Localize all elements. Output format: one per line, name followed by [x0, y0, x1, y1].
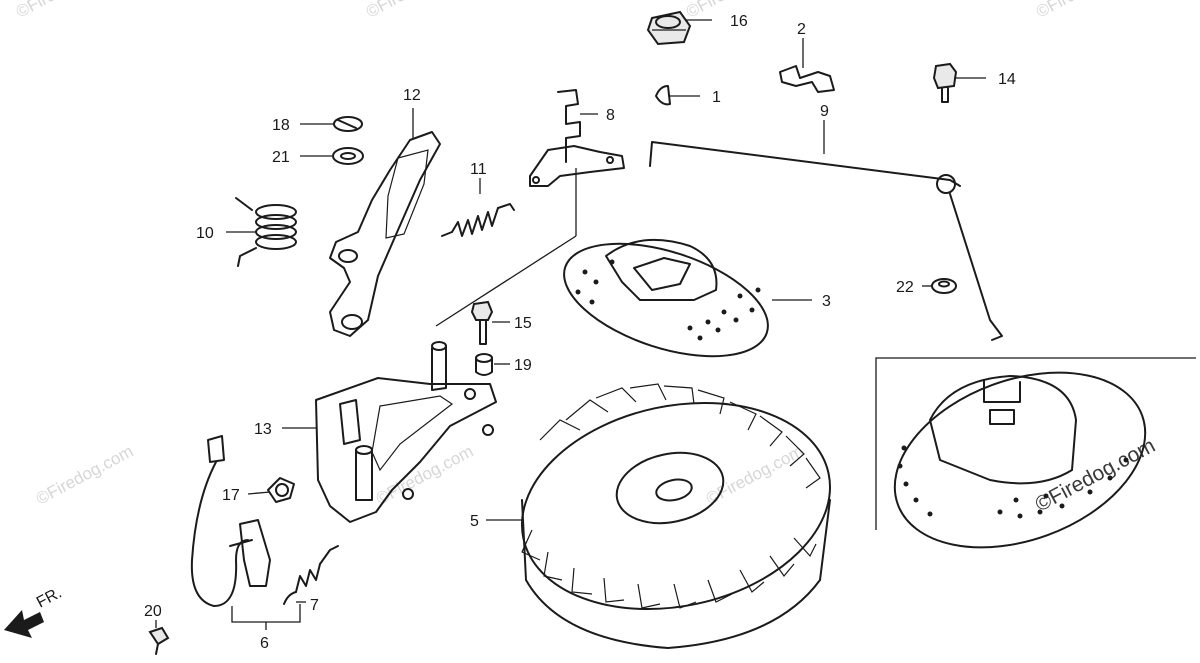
- direction-label: FR.: [34, 584, 65, 611]
- part-17-clip: [267, 477, 295, 503]
- label-part-14: 14: [998, 71, 1016, 88]
- part-8-governor-arm: [529, 89, 625, 187]
- label-part-13: 13: [254, 421, 272, 438]
- part-1-key: [655, 85, 671, 106]
- part-3-plate: [563, 238, 769, 358]
- label-part-21: 21: [272, 149, 290, 166]
- label-part-5: 5: [470, 513, 479, 530]
- label-part-20: 20: [144, 603, 162, 620]
- label-part-3: 3: [822, 293, 831, 310]
- part-13-brake-base: [315, 341, 497, 523]
- inset-detail: [875, 357, 1196, 549]
- part-16-nut: [646, 10, 692, 46]
- part-22-washer: [931, 278, 957, 294]
- part-6-switch: [190, 435, 271, 607]
- label-part-11: 11: [470, 161, 487, 178]
- label-part-7: 7: [310, 597, 319, 614]
- watermark-top-left: ©Firedog.com: [13, 0, 116, 22]
- watermark-mid-left: ©Firedog.com: [33, 442, 136, 509]
- label-part-19: 19: [514, 357, 532, 374]
- label-part-15: 15: [514, 315, 532, 332]
- label-part-22: 22: [896, 279, 914, 296]
- part-15-bolt: [470, 300, 494, 345]
- part-9-rod: [649, 141, 1003, 341]
- leader-lines: [155, 19, 986, 630]
- part-11-spring: [441, 203, 515, 237]
- watermark-mid-right: ©Firedog.com: [703, 442, 806, 509]
- label-part-12: 12: [403, 87, 421, 104]
- part-7-spring: [283, 545, 339, 605]
- label-part-16: 16: [730, 13, 748, 30]
- part-19-collar: [475, 353, 493, 376]
- label-part-6: 6: [260, 635, 269, 652]
- part-14-bolt: [932, 62, 958, 103]
- part-18-clip: [333, 116, 363, 132]
- watermark-top-center: ©Firedog.com: [363, 0, 466, 22]
- watermark-inset: ©Firedog.com: [1032, 434, 1160, 516]
- direction-arrow-icon: [4, 610, 44, 638]
- part-20-screw: [148, 626, 170, 655]
- label-part-18: 18: [272, 117, 290, 134]
- label-part-2: 2: [797, 21, 806, 38]
- label-part-8: 8: [606, 107, 615, 124]
- label-part-9: 9: [820, 103, 829, 120]
- part-12-brake-lever: [329, 131, 441, 337]
- watermark-top-far-right: ©Firedog.com: [1033, 0, 1136, 22]
- part-10-spring: [235, 197, 297, 267]
- label-part-10: 10: [196, 225, 214, 242]
- label-part-17: 17: [222, 487, 240, 504]
- part-21-washer: [332, 147, 364, 165]
- watermark-mid-center: ©Firedog.com: [373, 442, 476, 509]
- part-5-flywheel: [520, 383, 832, 649]
- part-2-bracket: [779, 65, 835, 93]
- label-part-1: 1: [712, 89, 721, 106]
